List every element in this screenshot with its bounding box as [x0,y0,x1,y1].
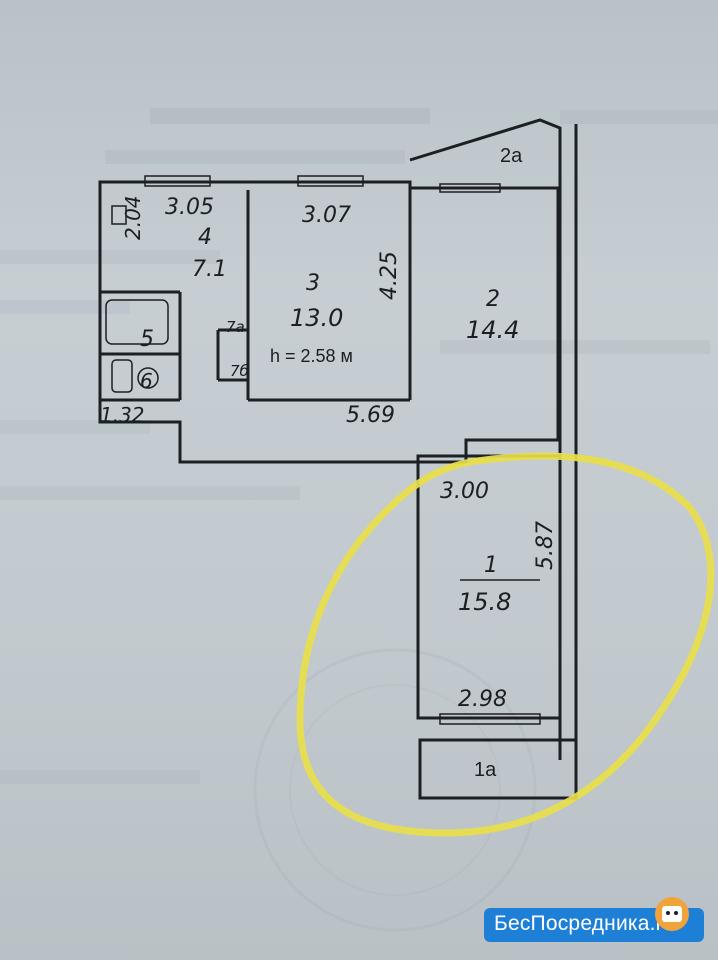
room3-length: 4.25 [377,251,402,300]
balcony-1a-label: 1а [474,759,497,781]
room1-length: 5.87 [533,521,558,570]
room1-width-top: 3.00 [440,479,489,504]
mascot-icon [655,897,689,931]
walls [98,118,578,800]
kitchen-area: 7.1 [192,257,227,282]
room1-area: 15.8 [458,588,511,616]
room1-number: 1 [484,553,498,578]
corridor-width: 1.32 [100,403,145,427]
brand-text: БесПосредника.ru [494,912,675,936]
room3-number: 3 [306,271,320,296]
room-labels: 3.05 4 7.1 2.04 5 6 7а 7б 5.69 1.32 3.07… [100,145,558,781]
kitchen-number: 4 [198,225,212,250]
balcony-2a-label: 2а [500,145,523,167]
room2-area: 14.4 [466,316,519,344]
closet-number: 7а [226,318,245,336]
brand-name: БесПосредника [494,912,650,935]
bath-number: 5 [140,327,154,352]
corridor-length: 5.69 [346,403,395,428]
corridor-number: 7б [230,362,249,380]
kitchen-width: 3.05 [165,195,214,220]
highlight-circle [296,452,715,837]
background-typed-text [0,108,718,932]
wc-number: 6 [140,369,153,393]
kitchen-length: 2.04 [121,195,145,240]
room3-area: 13.0 [290,304,343,332]
ceiling-height: h = 2.58 м [270,346,353,366]
brand-watermark: БесПосредника.ru [484,894,710,952]
room2-number: 2 [486,287,500,312]
room1-width-bottom: 2.98 [458,687,507,712]
room3-width: 3.07 [302,203,351,228]
